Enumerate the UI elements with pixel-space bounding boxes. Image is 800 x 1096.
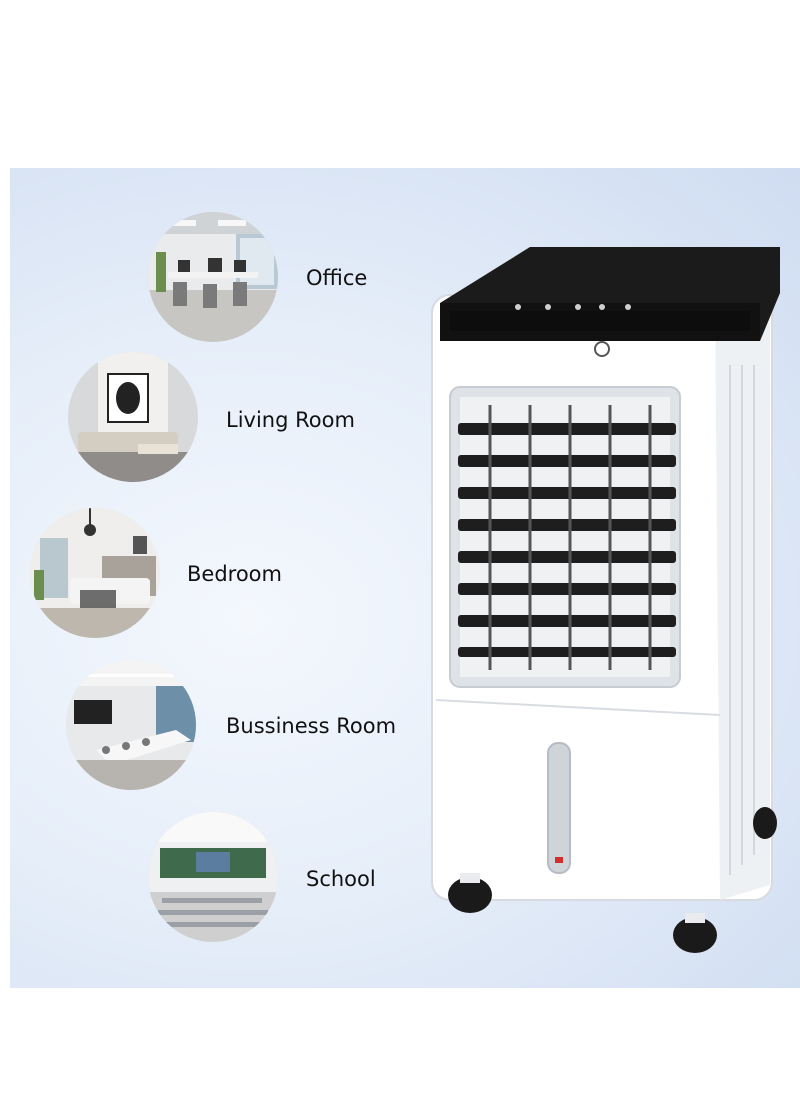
bedroom-photo <box>30 508 160 638</box>
room-label-school: School <box>306 867 376 891</box>
room-label-bedroom: Bedroom <box>187 562 282 586</box>
office-photo <box>148 212 278 342</box>
room-label-office: Office <box>306 266 368 290</box>
living-room-photo <box>68 352 198 482</box>
school-photo <box>148 812 278 942</box>
air-cooler <box>430 245 790 969</box>
room-label-living-room: Living Room <box>226 408 355 432</box>
room-label-business-room: Bussiness Room <box>226 714 397 738</box>
business-room-photo <box>66 660 196 790</box>
